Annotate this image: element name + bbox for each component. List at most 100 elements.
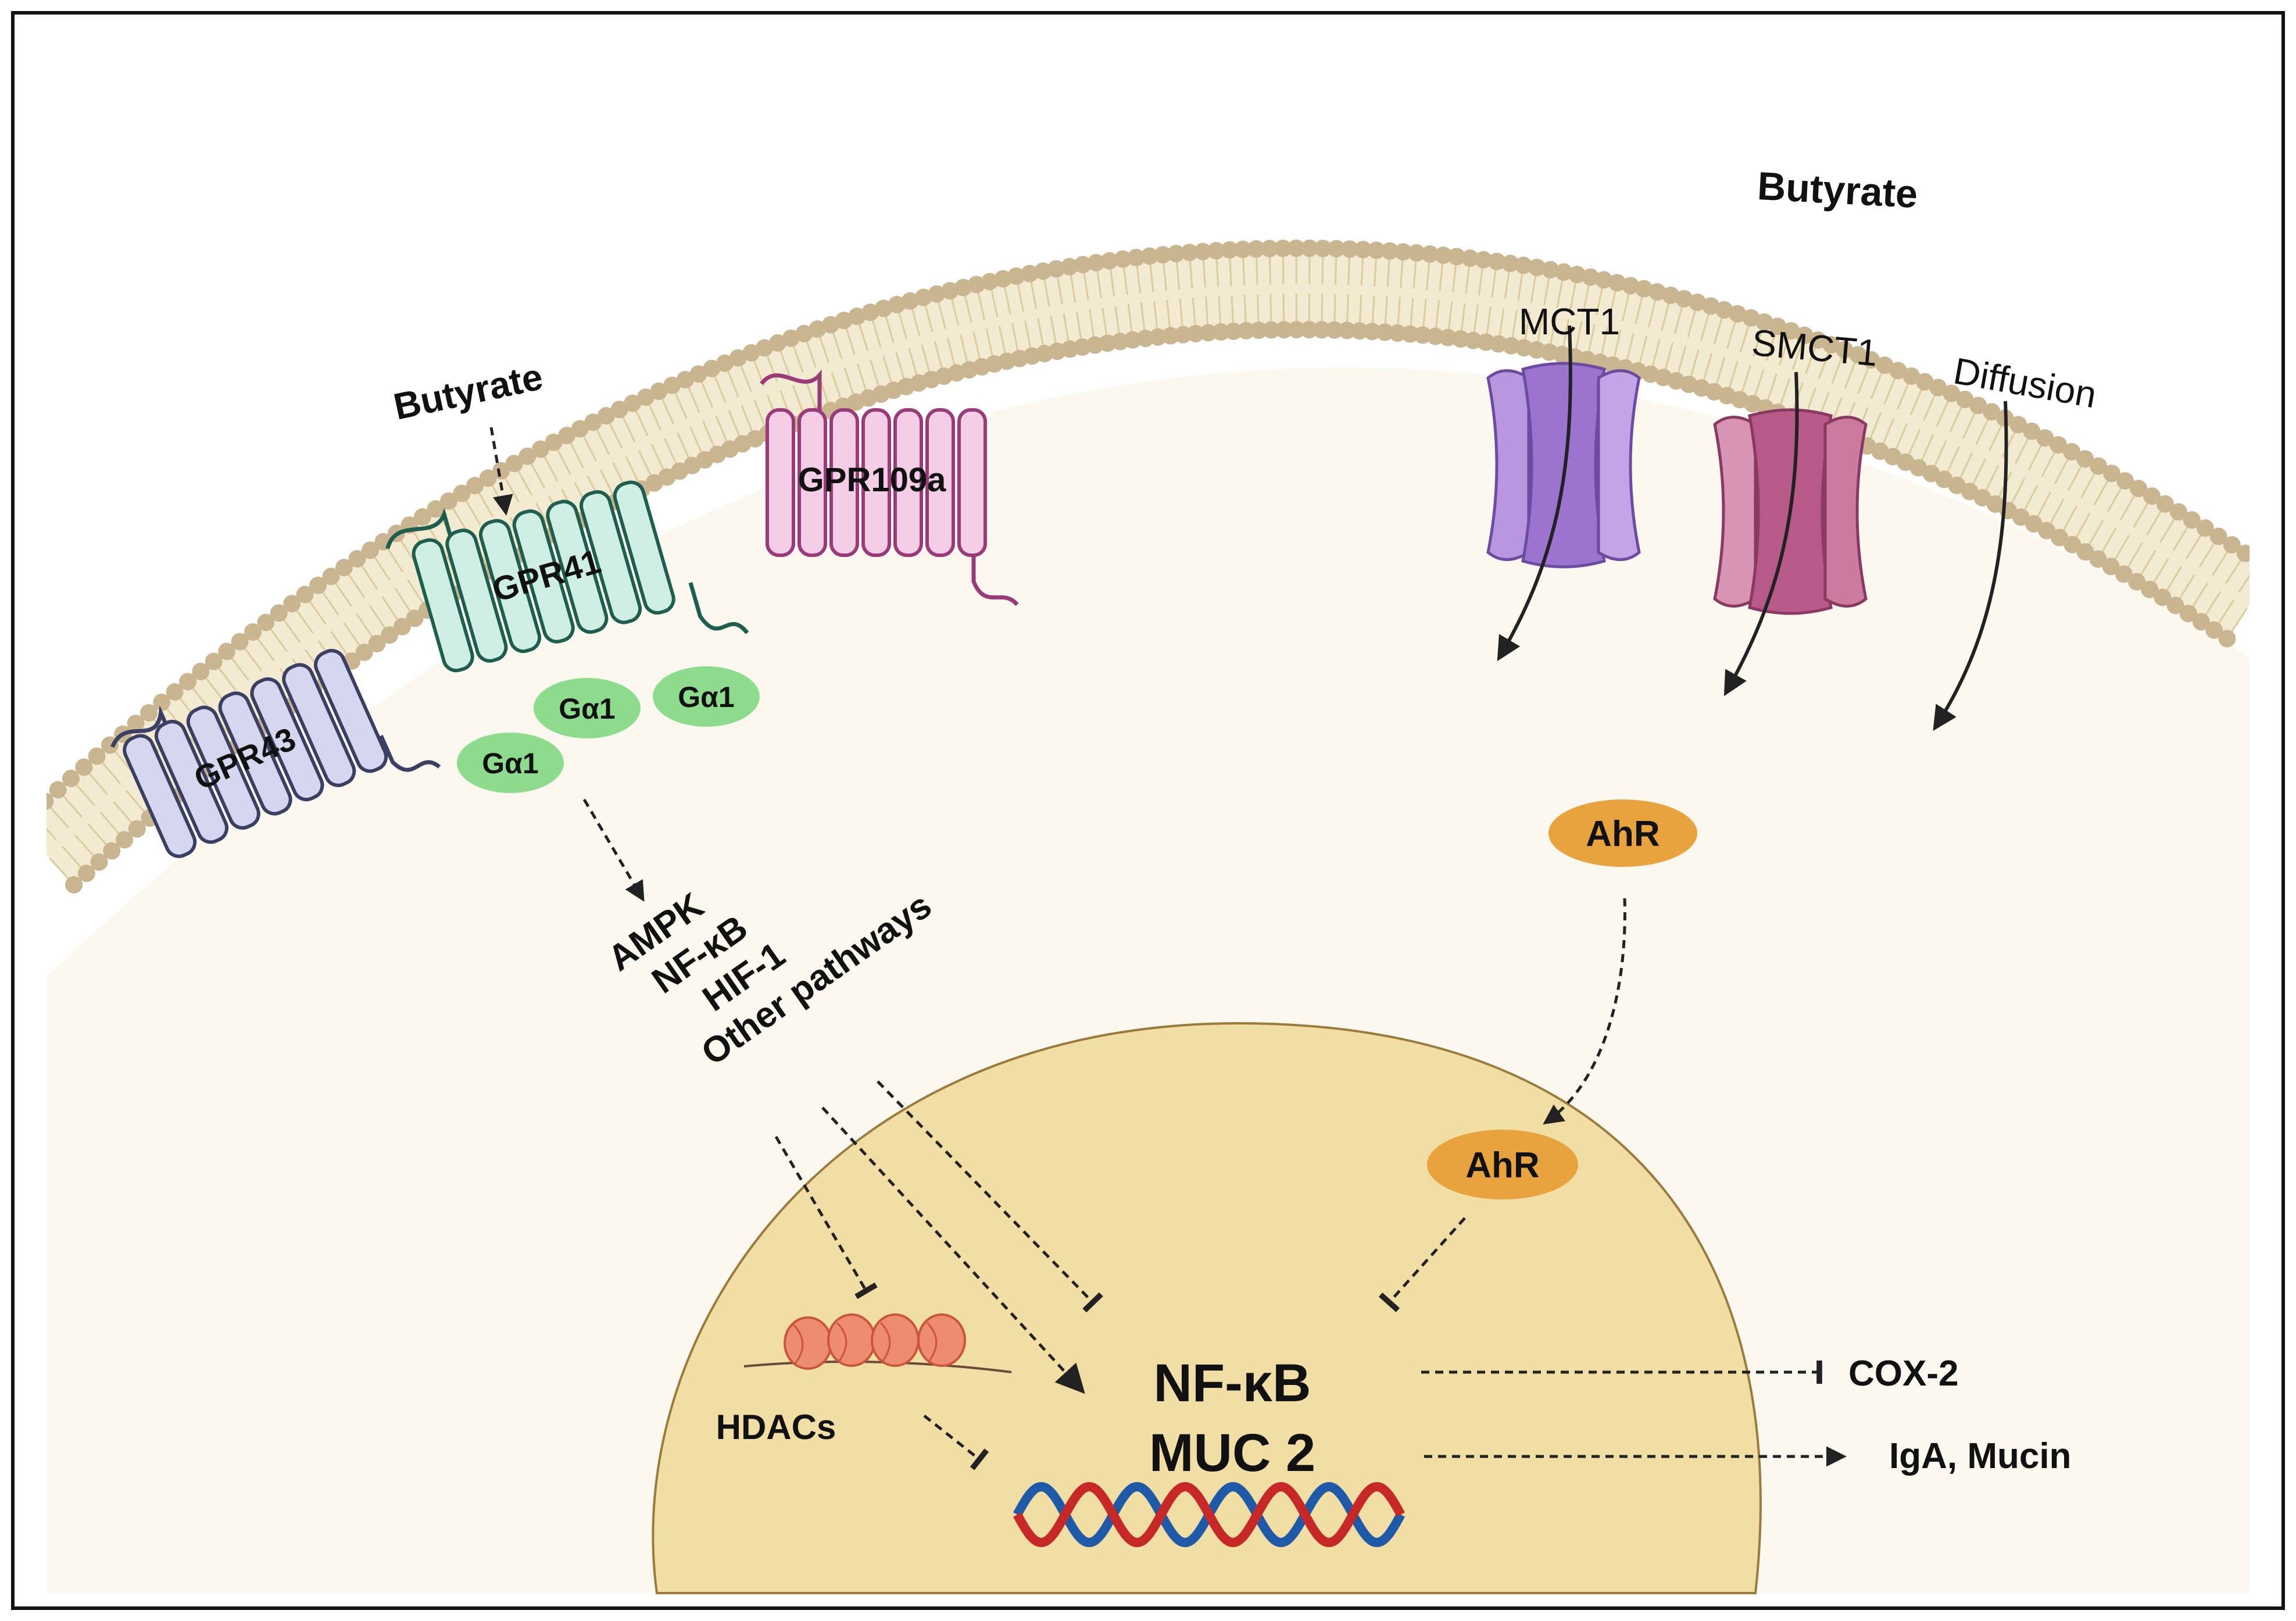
lipid-tail bbox=[295, 609, 314, 634]
lipid-tail bbox=[687, 385, 700, 413]
lipid-head bbox=[2196, 519, 2214, 537]
lipid-head bbox=[1212, 323, 1230, 341]
lipid-head bbox=[1809, 331, 1827, 349]
lipid-head bbox=[413, 508, 431, 526]
lipid-tail bbox=[1562, 319, 1570, 348]
lipid-tail bbox=[2093, 479, 2109, 506]
lipid-tail bbox=[818, 335, 830, 364]
lipid-head bbox=[1702, 297, 1720, 315]
lipid-head bbox=[1368, 241, 1386, 259]
lipid-tail bbox=[2165, 566, 2183, 592]
lipid-tail bbox=[663, 438, 678, 466]
lipid-tail bbox=[62, 846, 83, 869]
lipid-tail bbox=[1460, 303, 1466, 333]
lipid-head bbox=[2089, 550, 2107, 568]
lipid-head bbox=[1061, 258, 1079, 276]
lipid-tail bbox=[1205, 297, 1209, 326]
lipid-tail bbox=[1511, 310, 1518, 340]
lipid-head bbox=[505, 455, 523, 473]
lipid-head bbox=[2205, 621, 2223, 639]
lipid-head bbox=[954, 279, 972, 297]
lipid-tail bbox=[985, 329, 994, 358]
lipid-tail bbox=[1882, 417, 1895, 445]
lipid-tail bbox=[1600, 327, 1609, 356]
lipid-tail bbox=[1360, 256, 1364, 286]
lipid-head bbox=[1161, 327, 1179, 345]
lipid-head bbox=[2166, 597, 2184, 615]
lipid-head bbox=[492, 462, 510, 480]
lipid-tail bbox=[1243, 294, 1247, 324]
lipid-head bbox=[77, 865, 95, 883]
lipid-head bbox=[2169, 503, 2187, 521]
lipid-tail bbox=[897, 311, 908, 340]
lipid-head bbox=[270, 604, 288, 622]
lipid-head bbox=[2023, 422, 2041, 440]
lipid-head bbox=[545, 433, 563, 451]
lipid-head bbox=[2076, 543, 2094, 561]
lipid-head bbox=[782, 329, 800, 347]
lipid-head bbox=[466, 477, 484, 495]
lipid-head bbox=[1568, 266, 1586, 284]
lipid-tail bbox=[1037, 317, 1045, 347]
lipid-tail bbox=[1687, 309, 1697, 338]
lipid-tail bbox=[1136, 264, 1142, 294]
lipid-head bbox=[1662, 286, 1680, 304]
lipid-head bbox=[2115, 565, 2133, 583]
lipid-head bbox=[1451, 330, 1469, 348]
lipid-tail bbox=[858, 323, 869, 351]
iga-mucin-label: IgA, Mucin bbox=[1889, 1436, 2071, 1476]
lipid-tail bbox=[674, 391, 688, 419]
lipid-tail bbox=[2139, 550, 2156, 576]
lipid-tail bbox=[1256, 256, 1258, 285]
lipid-tail bbox=[1962, 411, 1976, 439]
lipid-tail bbox=[2023, 484, 2038, 512]
lipid-tail bbox=[1739, 324, 1750, 353]
lipid-tail bbox=[845, 327, 856, 355]
lipid-tail bbox=[1242, 256, 1246, 285]
lipid-head bbox=[2154, 588, 2172, 606]
hdacs-label: HDACs bbox=[716, 1408, 836, 1447]
lipid-tail bbox=[1192, 297, 1196, 327]
lipid-head bbox=[571, 420, 589, 438]
lipid-head bbox=[1889, 362, 1907, 380]
lipid-tail bbox=[1384, 296, 1388, 326]
lipid-tail bbox=[1648, 298, 1657, 327]
lipid-head bbox=[624, 394, 642, 412]
lipid-head bbox=[2090, 457, 2108, 475]
lipid-tail bbox=[2133, 501, 2150, 528]
lipid-tail bbox=[2146, 509, 2163, 535]
lipid-tail bbox=[832, 331, 843, 359]
lipid-head bbox=[1140, 247, 1158, 265]
lipid-tail bbox=[1984, 465, 2000, 492]
lipid-head bbox=[1007, 267, 1025, 285]
lipid-tail bbox=[621, 415, 636, 442]
lipid-tail bbox=[805, 340, 817, 368]
lipid-head bbox=[1986, 495, 2004, 513]
lipid-head bbox=[2183, 511, 2201, 529]
lipid-tail bbox=[2225, 558, 2243, 584]
lipid-tail bbox=[1163, 261, 1167, 291]
lipid-head bbox=[1635, 280, 1653, 298]
lipid-tail bbox=[1504, 270, 1510, 299]
lipid-head bbox=[309, 576, 327, 594]
lipid-head bbox=[2236, 544, 2249, 562]
lipid-head bbox=[1608, 274, 1626, 292]
lipid-head bbox=[1426, 327, 1444, 345]
lipid-tail bbox=[805, 380, 817, 409]
lipid-head bbox=[1461, 249, 1479, 267]
lipid-tail bbox=[2067, 465, 2083, 491]
lipid-tail bbox=[334, 581, 352, 607]
lipid-tail bbox=[964, 294, 972, 323]
lipid-head bbox=[1261, 240, 1279, 258]
lipid-head bbox=[2192, 613, 2210, 631]
lipid-head bbox=[1439, 329, 1457, 347]
lipid-head bbox=[1300, 320, 1318, 338]
lipid-tail bbox=[256, 637, 276, 662]
lipid-tail bbox=[503, 476, 520, 503]
lipid-tail bbox=[1949, 405, 1963, 433]
lipid-head bbox=[1312, 321, 1331, 339]
nfkb-label: NF-κB bbox=[1153, 1354, 1311, 1413]
lipid-tail bbox=[1933, 440, 1947, 468]
lipid-tail bbox=[739, 364, 752, 392]
lipid-tail bbox=[1754, 369, 1765, 398]
